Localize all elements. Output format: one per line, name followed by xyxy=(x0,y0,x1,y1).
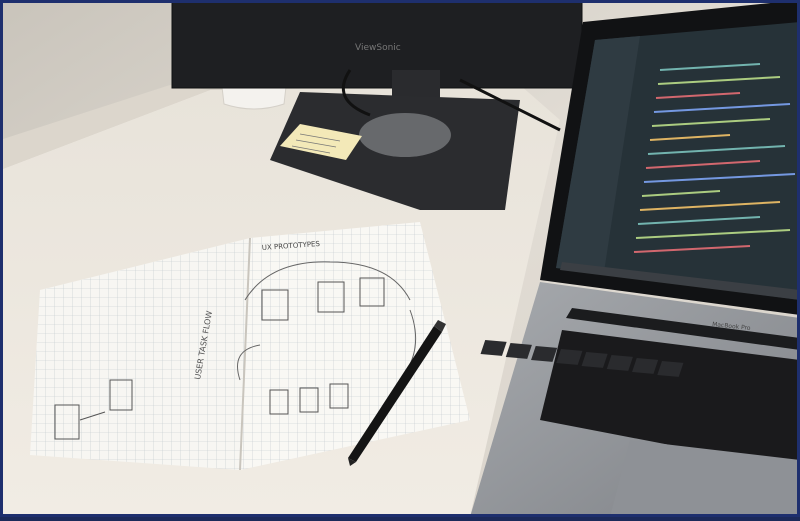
laptop-model: MacBook Pro xyxy=(712,321,751,332)
sticky-note xyxy=(280,124,362,160)
notebook: UX PROTOTYPES USER TASK FLOW xyxy=(30,222,470,471)
desk-edge xyxy=(0,85,210,170)
pen xyxy=(348,320,446,466)
monitor-brand: ViewSonic xyxy=(355,43,401,53)
keyboard xyxy=(540,330,800,470)
laptop: MacBook Pro xyxy=(470,0,800,517)
monitor: ViewSonic xyxy=(171,1,583,210)
